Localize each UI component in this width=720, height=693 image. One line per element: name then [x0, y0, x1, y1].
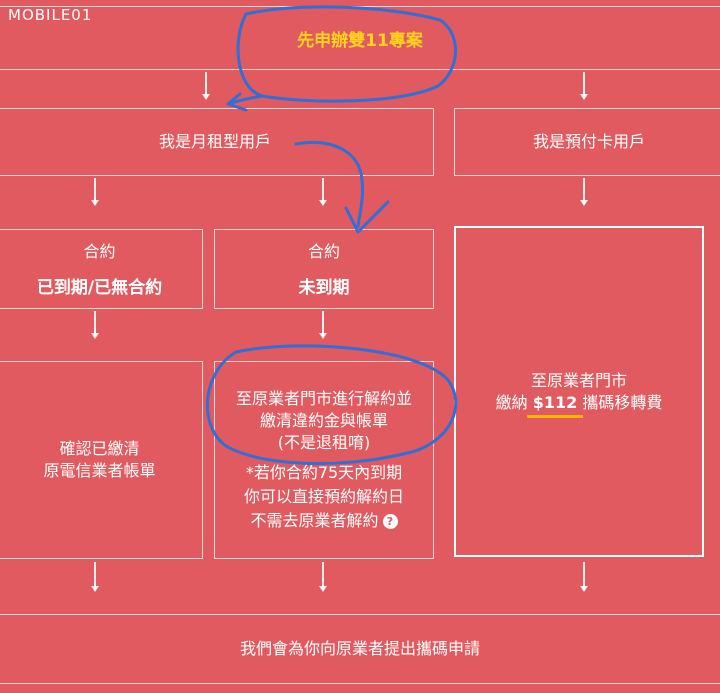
arrow-terminate-to-final	[319, 562, 326, 592]
arrow-apply-to-monthly	[202, 72, 209, 100]
help-icon[interactable]: ?	[382, 514, 398, 529]
port-request-label: 我們會為你向原業者提出攜碼申請	[239, 639, 480, 658]
confirm-bill-box: 確認已繳清 原電信業者帳單	[0, 361, 203, 559]
prepaid-user-label: 我是預付卡用戶	[532, 132, 645, 151]
terminate-line2: 繳清違約金與帳單	[259, 411, 388, 430]
contract-expired-line1: 合約	[83, 241, 116, 261]
monthly-user-label: 我是月租型用戶	[158, 132, 271, 151]
contract-expired-box: 合約 已到期/已無合約	[0, 229, 203, 309]
arrow-not-expired-to-terminate	[319, 311, 326, 339]
arrow-prepaid-to-final	[580, 562, 587, 592]
arrow-confirm-to-final	[91, 562, 98, 592]
arrow-prepaid-to-store	[580, 178, 587, 206]
terminate-note2: 你可以直接預約解約日	[243, 487, 404, 506]
prepaid-fee-suffix: 攜碼移轉費	[577, 392, 663, 412]
terminate-note1: *若你合約75天內到期	[245, 463, 403, 482]
arrow-expired-to-confirm	[91, 311, 98, 339]
terminate-line1: 至原業者門市進行解約並	[235, 389, 412, 408]
prepaid-store-line1: 至原業者門市	[530, 370, 627, 390]
apply-plan-label: 先申辦雙11專案	[297, 30, 423, 51]
mobile01-logo: MOBILE01	[8, 6, 93, 24]
prepaid-user-box: 我是預付卡用戶	[454, 108, 720, 176]
apply-plan-box: 先申辦雙11專案	[0, 6, 720, 70]
arrow-monthly-to-not-expired	[319, 178, 326, 206]
price-underline	[526, 414, 584, 418]
port-request-box: 我們會為你向原業者提出攜碼申請	[0, 614, 720, 684]
terminate-contract-box: 至原業者門市進行解約並 繳清違約金與帳單 (不是退租唷) *若你合約75天內到期…	[214, 361, 434, 559]
confirm-bill-line1: 確認已繳清	[59, 439, 140, 458]
prepaid-store-line2: 繳納 $112 攜碼移轉費	[495, 392, 663, 418]
terminate-note3-row: 不需去原業者解約?	[250, 510, 398, 532]
terminate-note3: 不需去原業者解約	[250, 511, 379, 530]
prepaid-fee-price: $112	[526, 392, 584, 418]
confirm-bill-line2: 原電信業者帳單	[43, 461, 156, 480]
contract-not-expired-line2: 未到期	[298, 277, 350, 298]
contract-not-expired-line1: 合約	[307, 241, 340, 261]
contract-expired-line2: 已到期/已無合約	[36, 277, 163, 298]
monthly-user-box: 我是月租型用戶	[0, 108, 434, 176]
prepaid-fee-amount: $112	[532, 392, 578, 412]
prepaid-fee-prefix: 繳納	[495, 392, 533, 412]
terminate-line3: (不是退租唷)	[277, 433, 371, 452]
prepaid-store-box: 至原業者門市 繳納 $112 攜碼移轉費	[454, 226, 704, 557]
contract-not-expired-box: 合約 未到期	[214, 229, 434, 309]
arrow-apply-to-prepaid	[580, 72, 587, 100]
arrow-monthly-to-expired	[91, 178, 98, 206]
